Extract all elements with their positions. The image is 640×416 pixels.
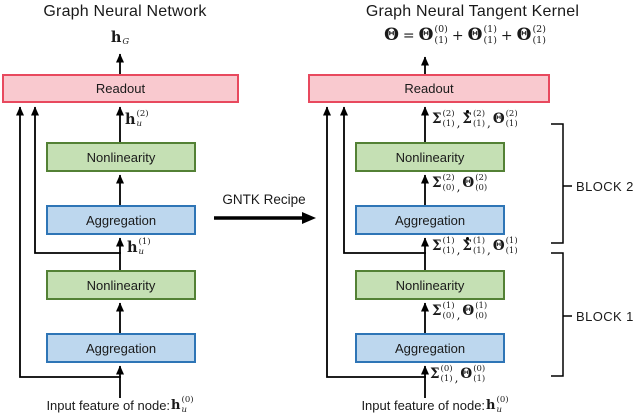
- gntk-nonlinearity-bottom-label: Nonlinearity: [395, 277, 465, 293]
- gntk-readout-label: Readout: [404, 81, 454, 96]
- gntk-kernel-block1-mid-label: Σ(1)(0), Θ(1)(0): [432, 301, 488, 322]
- gntk-skip-block1-to-readout: [340, 106, 426, 254]
- gntk-readout-box: Readout: [308, 74, 550, 103]
- gnn-input-caption-text: Input feature of node:: [46, 398, 171, 414]
- block1-bracket: [551, 252, 564, 377]
- gntk-input-caption-text: Input feature of node:: [361, 398, 486, 414]
- gnn-skip-input-to-readout: [16, 106, 121, 378]
- gntk-skip-input-to-readout: [323, 106, 426, 378]
- gnn-aggregation-top-box: Aggregation: [46, 205, 196, 235]
- gnn-skip-h1-to-readout: [31, 106, 121, 254]
- gnn-nonlinearity-top-box: Nonlinearity: [46, 142, 196, 172]
- gntk-nonlinearity-bottom-box: Nonlinearity: [355, 270, 505, 300]
- block2-label: BLOCK 2: [576, 179, 634, 194]
- gnn-readout-label: Readout: [95, 81, 146, 96]
- gntk-aggregation-bottom-label: Aggregation: [394, 340, 466, 356]
- gntk-aggregation-bottom-box: Aggregation: [355, 333, 505, 363]
- block1-label: BLOCK 1: [576, 309, 634, 324]
- gnn-hidden2-label: h(2)u: [125, 109, 149, 129]
- gnn-input-caption-math: h(0)u: [171, 395, 194, 415]
- gntk-input-caption: Input feature of node: h(0)u: [333, 395, 538, 416]
- gnn-nonlinearity-bottom-box: Nonlinearity: [46, 270, 196, 300]
- gntk-nonlinearity-top-box: Nonlinearity: [355, 142, 505, 172]
- gntk-recipe-label: GNTK Recipe: [222, 192, 306, 207]
- gnn-aggregation-top-label: Aggregation: [85, 212, 157, 228]
- gntk-aggregation-top-box: Aggregation: [355, 205, 505, 235]
- gnn-aggregation-bottom-label: Aggregation: [85, 340, 157, 356]
- gnn-nonlinearity-top-label: Nonlinearity: [86, 149, 156, 165]
- gntk-aggregation-top-label: Aggregation: [394, 212, 466, 228]
- gnn-title: Graph Neural Network: [43, 3, 207, 20]
- gnn-nonlinearity-bottom-label: Nonlinearity: [86, 277, 156, 293]
- gnn-aggregation-bottom-box: Aggregation: [46, 333, 196, 363]
- gntk-input-caption-math: h(0)u: [486, 395, 509, 415]
- gntk-kernel-equation: Θ = Θ(0)(1) + Θ(1)(1) + Θ(2)(1): [384, 24, 546, 46]
- gntk-kernel-between-label: Σ(1)(1), Σ(1)(1), Θ(1)(1): [432, 236, 518, 257]
- gntk-title: Graph Neural Tangent Kernel: [365, 3, 580, 20]
- gntk-kernel-top-label: Σ(2)(1), Σ(2)(1), Θ(2)(1): [432, 109, 518, 130]
- gnn-graph-embedding-label: h G: [110, 28, 130, 47]
- gntk-kernel-input-label: Σ(0)(1), Θ(0)(1): [430, 364, 486, 385]
- gnn-readout-box: Readout: [2, 74, 239, 103]
- block2-bracket: [551, 123, 564, 244]
- gnn-input-caption: Input feature of node: h(0)u: [18, 395, 223, 416]
- gnn-hidden1-label: h(1)u: [127, 237, 151, 257]
- gntk-nonlinearity-top-label: Nonlinearity: [395, 149, 465, 165]
- gntk-kernel-block2-mid-label: Σ(2)(0), Θ(2)(0): [432, 173, 488, 194]
